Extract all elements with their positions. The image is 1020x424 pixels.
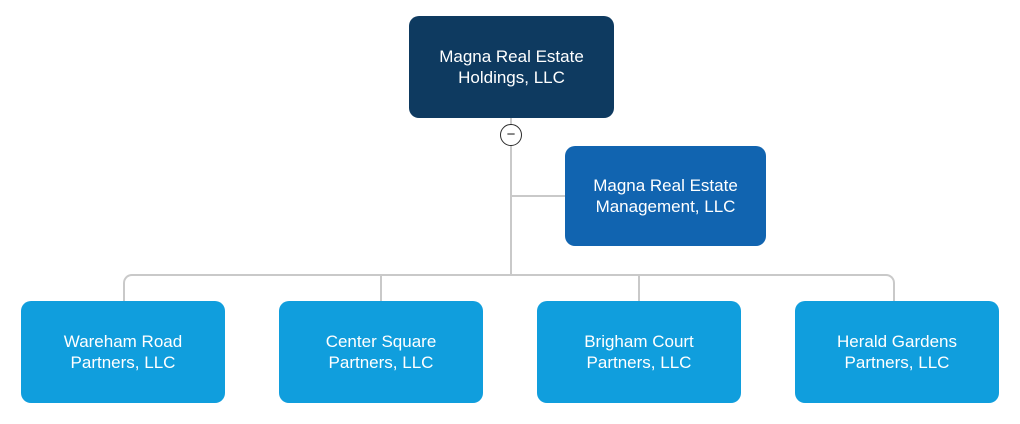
node-wareham-road[interactable]: Wareham Road Partners, LLC [21, 301, 225, 403]
node-label-line1: Herald Gardens [836, 332, 957, 351]
node-label: Center Square Partners, LLC [326, 331, 437, 373]
node-brigham-court[interactable]: Brigham Court Partners, LLC [537, 301, 741, 403]
node-label: Herald Gardens Partners, LLC [837, 331, 957, 373]
collapse-toggle-button[interactable]: − [500, 124, 522, 146]
node-label-line1: Center Square [325, 332, 437, 351]
node-label-line1: Magna Real Estate [439, 47, 584, 66]
node-center-square[interactable]: Center Square Partners, LLC [279, 301, 483, 403]
node-magna-management[interactable]: Magna Real Estate Management, LLC [565, 146, 766, 246]
node-label: Wareham Road Partners, LLC [64, 331, 182, 373]
node-label: Magna Real Estate Management, LLC [593, 175, 738, 217]
node-label-line2: Partners, LLC [70, 353, 176, 372]
node-label-line1: Brigham Court [584, 332, 694, 351]
connector-children-bracket [123, 274, 895, 302]
node-label-line2: Holdings, LLC [458, 68, 565, 87]
node-label: Brigham Court Partners, LLC [584, 331, 694, 373]
connector-management-branch [511, 195, 566, 197]
connector-drop-center-square [380, 275, 382, 302]
minus-icon: − [506, 126, 516, 143]
node-herald-gardens[interactable]: Herald Gardens Partners, LLC [795, 301, 999, 403]
node-label-line1: Magna Real Estate [593, 176, 738, 195]
node-label-line2: Partners, LLC [328, 353, 434, 372]
node-label-line2: Partners, LLC [844, 353, 950, 372]
node-label-line1: Wareham Road [63, 332, 183, 351]
node-magna-holdings[interactable]: Magna Real Estate Holdings, LLC [409, 16, 614, 118]
node-label-line2: Partners, LLC [586, 353, 692, 372]
connector-drop-brigham-court [638, 275, 640, 302]
node-label: Magna Real Estate Holdings, LLC [439, 46, 584, 88]
node-label-line2: Management, LLC [595, 197, 736, 216]
